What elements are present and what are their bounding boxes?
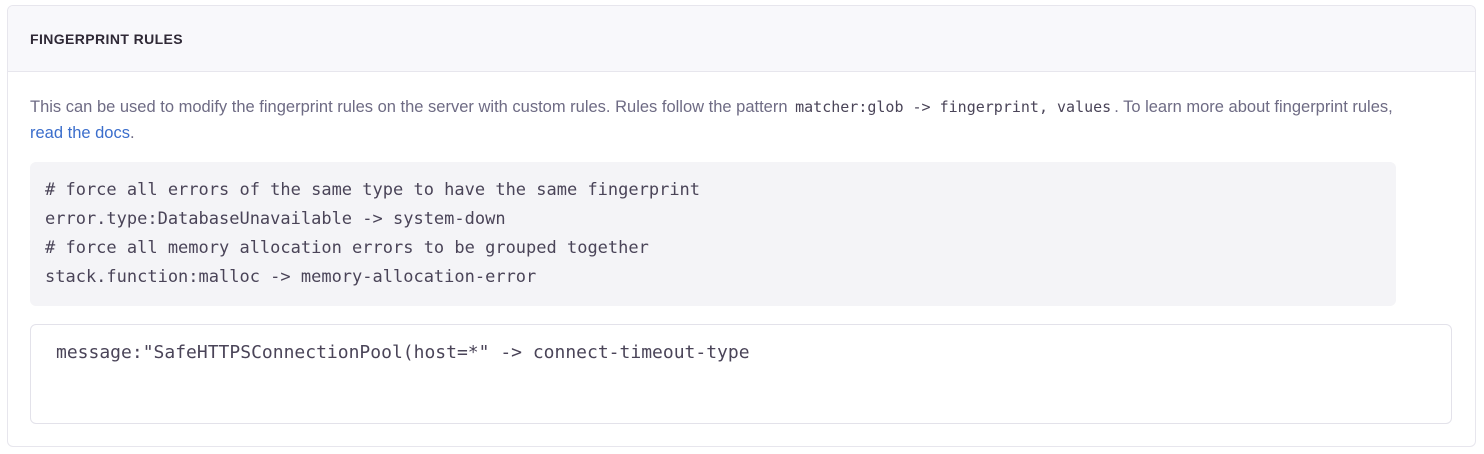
description-after-code: . To learn more about fingerprint rules,: [1114, 98, 1393, 116]
example-rules-code-block: # force all errors of the same type to h…: [30, 162, 1396, 306]
description-trailing: .: [129, 124, 135, 142]
page-title: FINGERPRINT RULES: [30, 30, 184, 47]
description-text: This can be used to modify the fingerpri…: [30, 94, 1400, 146]
inline-code-pattern: matcher:glob -> fingerprint, values: [795, 98, 1112, 116]
panel-body: This can be used to modify the fingerpri…: [8, 72, 1475, 424]
fingerprint-rules-panel: FINGERPRINT RULES This can be used to mo…: [7, 5, 1476, 447]
fingerprint-rules-input[interactable]: [30, 324, 1452, 424]
description-before-code: This can be used to modify the fingerpri…: [30, 98, 793, 116]
panel-header: FINGERPRINT RULES: [8, 6, 1475, 72]
read-the-docs-link[interactable]: read the docs: [30, 124, 130, 142]
